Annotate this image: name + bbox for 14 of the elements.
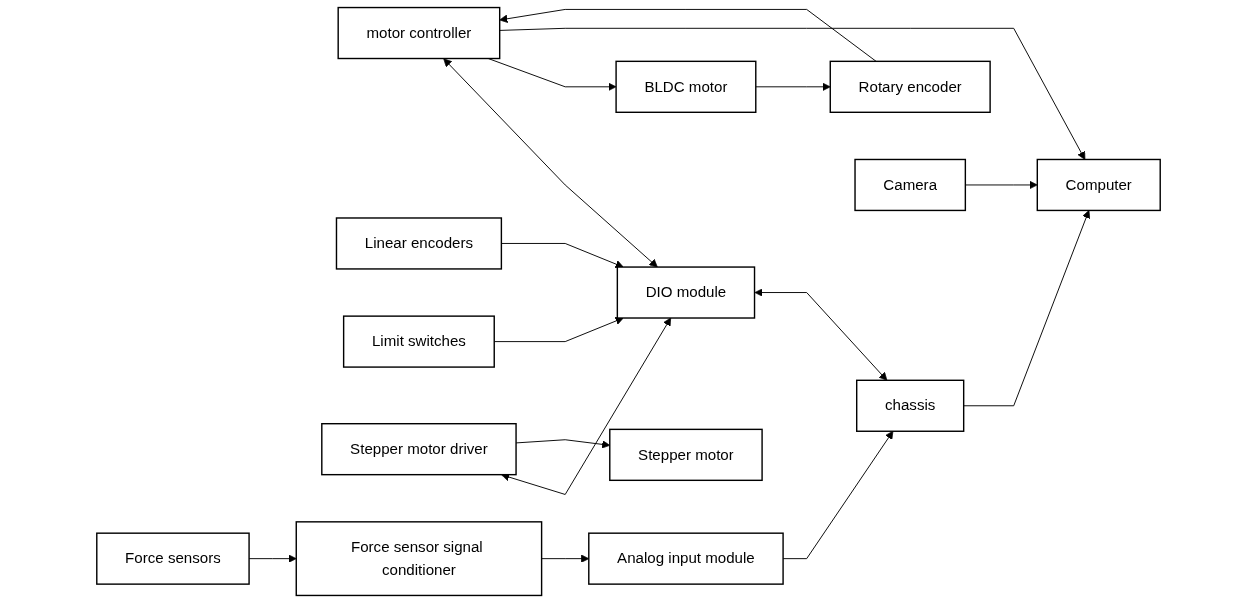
node-box: Limit switches (342, 315, 495, 368)
node-box: Stepper motor driver (321, 423, 517, 476)
node-box: Force sensors (96, 532, 250, 585)
node-box: Stepper motor (609, 428, 763, 482)
node-box: Rotary encoder (829, 60, 991, 113)
node-box: Linear encoders (335, 217, 503, 270)
node-box: Force sensor signal conditioner (295, 521, 543, 597)
node-box: Analog input module (588, 532, 784, 585)
node-box: motor controller (337, 6, 501, 60)
node-box: DIO module (616, 266, 756, 319)
node-box: chassis (856, 379, 965, 432)
node-box: BLDC motor (615, 60, 757, 113)
node-box: Computer (1036, 158, 1161, 212)
node-box: Camera (854, 158, 967, 212)
